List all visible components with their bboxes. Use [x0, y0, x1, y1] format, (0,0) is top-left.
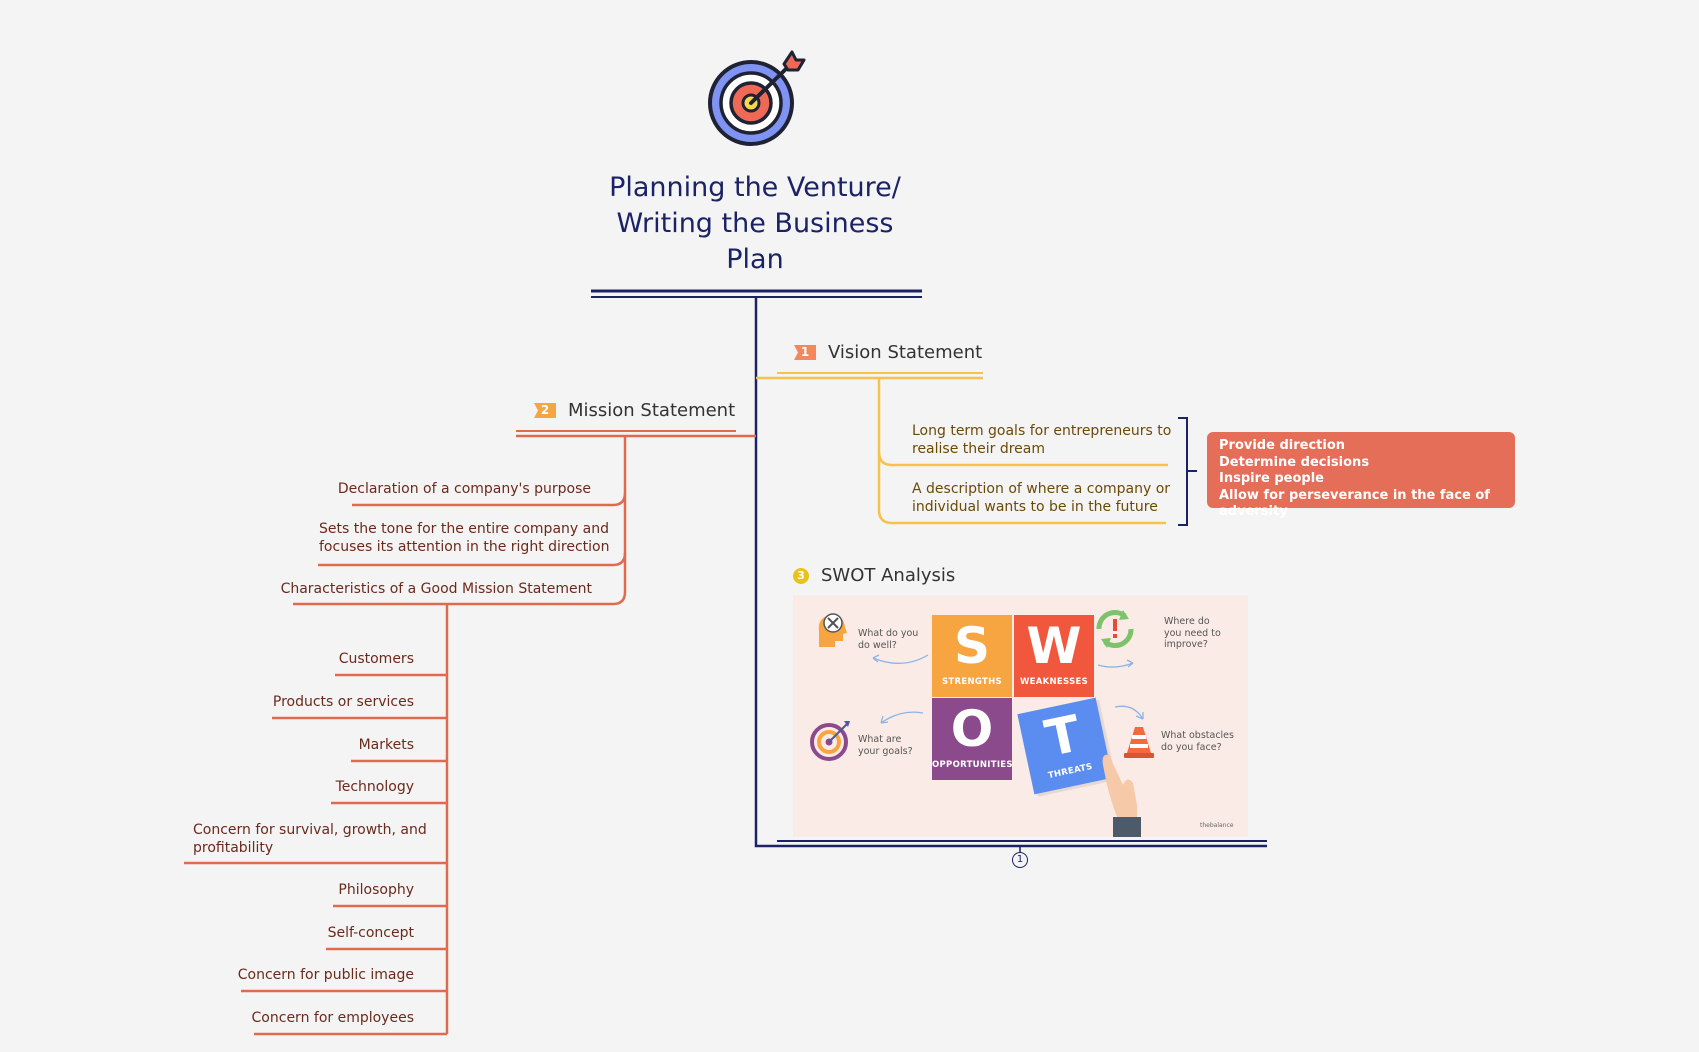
char-products[interactable]: Products or services: [273, 693, 414, 711]
summary-point: Allow for perseverance in the face of ad…: [1219, 487, 1490, 520]
central-title-line-3: Plan: [726, 244, 784, 275]
char-label: Concern for employees: [251, 1010, 414, 1026]
swot-analysis-topic[interactable]: 3 SWOT Analysis: [793, 565, 955, 586]
vision-item-line: individual wants to be in the future: [912, 499, 1158, 515]
vision-item-long-term-goals[interactable]: Long term goals for entrepreneurs to rea…: [912, 422, 1171, 458]
vision-item-line: realise their dream: [912, 441, 1046, 457]
question-line: Where do: [1164, 616, 1210, 627]
central-title-line-2: Writing the Business: [616, 208, 894, 239]
goal-target-icon: [810, 721, 850, 761]
char-label: Concern for public image: [237, 967, 414, 983]
char-label: Markets: [358, 737, 414, 753]
mission-item-line: Characteristics of a Good Mission Statem…: [280, 581, 592, 597]
mission-branch-3: [293, 553, 627, 606]
char-survival[interactable]: Concern for survival, growth, and profit…: [193, 821, 427, 857]
swot-question-threats: What obstacles do you face?: [1161, 730, 1234, 753]
central-title-line-1: Planning the Venture/: [609, 172, 901, 203]
summary-bracket: [1178, 417, 1197, 526]
refresh-alert-icon: [1096, 610, 1134, 648]
swot-question-opportunities: What are your goals?: [858, 734, 913, 757]
question-line: do well?: [858, 639, 897, 651]
mission-item-tone[interactable]: Sets the tone for the entire company and…: [319, 520, 610, 556]
swot-tile-strengths: S STRENGTHS: [932, 615, 1012, 697]
tile-word: OPPORTUNITIES: [932, 760, 1013, 770]
vision-item-line: A description of where a company or: [912, 481, 1171, 497]
tile-letter: O: [950, 700, 994, 758]
summary-marker[interactable]: 1: [1012, 852, 1028, 868]
question-line: What do you: [858, 628, 919, 639]
vision-branch-2: [877, 452, 1166, 525]
question-line: What obstacles: [1161, 730, 1234, 741]
swot-tile-weaknesses: W WEAKNESSES: [1014, 615, 1094, 697]
char-customers[interactable]: Customers: [339, 650, 414, 668]
characteristics-branches: [184, 673, 447, 1036]
vision-statement-label: Vision Statement: [828, 342, 983, 363]
traffic-cone-icon: [1124, 727, 1154, 758]
central-topic[interactable]: Planning the Venture/ Writing the Busine…: [590, 170, 920, 278]
question-line: improve?: [1164, 639, 1208, 650]
mission-statement-label: Mission Statement: [568, 400, 736, 421]
summary-point: Determine decisions: [1219, 454, 1370, 470]
swot-arrows: [872, 654, 1144, 724]
char-self-concept[interactable]: Self-concept: [328, 924, 414, 942]
mission-item-line: Sets the tone for the entire company and: [319, 521, 609, 537]
vision-summary-box[interactable]: Provide direction Determine decisions In…: [1207, 432, 1515, 519]
char-label: Self-concept: [327, 925, 414, 941]
priority-1-badge: 1: [794, 345, 816, 360]
swot-analysis-label: SWOT Analysis: [821, 565, 956, 586]
priority-2-badge: 2: [534, 403, 556, 418]
char-employees[interactable]: Concern for employees: [252, 1009, 414, 1027]
target-icon: [708, 50, 806, 146]
char-philosophy[interactable]: Philosophy: [338, 881, 414, 899]
priority-3-badge: 3: [793, 567, 809, 584]
char-technology[interactable]: Technology: [336, 778, 414, 796]
char-public-image[interactable]: Concern for public image: [238, 966, 414, 984]
summary-point: Inspire people: [1219, 471, 1324, 486]
question-line: you need to: [1164, 627, 1221, 639]
tile-letter: W: [1026, 617, 1082, 675]
vision-statement-topic[interactable]: 1 Vision Statement: [794, 342, 982, 363]
swot-image[interactable]: S STRENGTHS W WEAKNESSES O OPPORTUNITIES…: [793, 595, 1248, 837]
question-line: What are: [858, 734, 902, 745]
char-label: Customers: [338, 651, 414, 667]
mission-statement-topic[interactable]: 2 Mission Statement: [534, 400, 735, 421]
swot-credit-logo: thebalance: [1200, 822, 1234, 829]
tile-word: STRENGTHS: [942, 677, 1002, 687]
char-label: Products or services: [272, 694, 414, 710]
char-label: profitability: [193, 840, 274, 856]
swot-question-weaknesses: Where do you need to improve?: [1164, 616, 1221, 651]
vision-item-line: Long term goals for entrepreneurs to: [912, 423, 1172, 439]
char-markets[interactable]: Markets: [359, 736, 414, 754]
tile-letter: S: [953, 617, 990, 675]
head-tools-icon: [818, 613, 847, 647]
mission-item-line: focuses its attention in the right direc…: [319, 539, 610, 555]
char-label: Concern for survival, growth, and: [193, 822, 427, 838]
question-line: do you face?: [1161, 741, 1222, 753]
tile-word: WEAKNESSES: [1019, 677, 1089, 687]
question-line: your goals?: [858, 745, 913, 757]
main-trunk: [754, 297, 1267, 848]
vision-item-description[interactable]: A description of where a company or indi…: [912, 480, 1170, 516]
char-label: Technology: [335, 779, 414, 795]
mission-item-line: Declaration of a company's purpose: [337, 481, 591, 497]
summary-point: Provide direction: [1219, 438, 1346, 453]
hand-icon: [1102, 754, 1141, 837]
char-label: Philosophy: [338, 882, 414, 898]
swot-question-strengths: What do you do well?: [858, 628, 918, 651]
mission-item-characteristics[interactable]: Characteristics of a Good Mission Statem…: [281, 580, 592, 598]
mission-item-declaration[interactable]: Declaration of a company's purpose: [338, 480, 591, 498]
swot-tile-opportunities: O OPPORTUNITIES: [932, 698, 1013, 780]
